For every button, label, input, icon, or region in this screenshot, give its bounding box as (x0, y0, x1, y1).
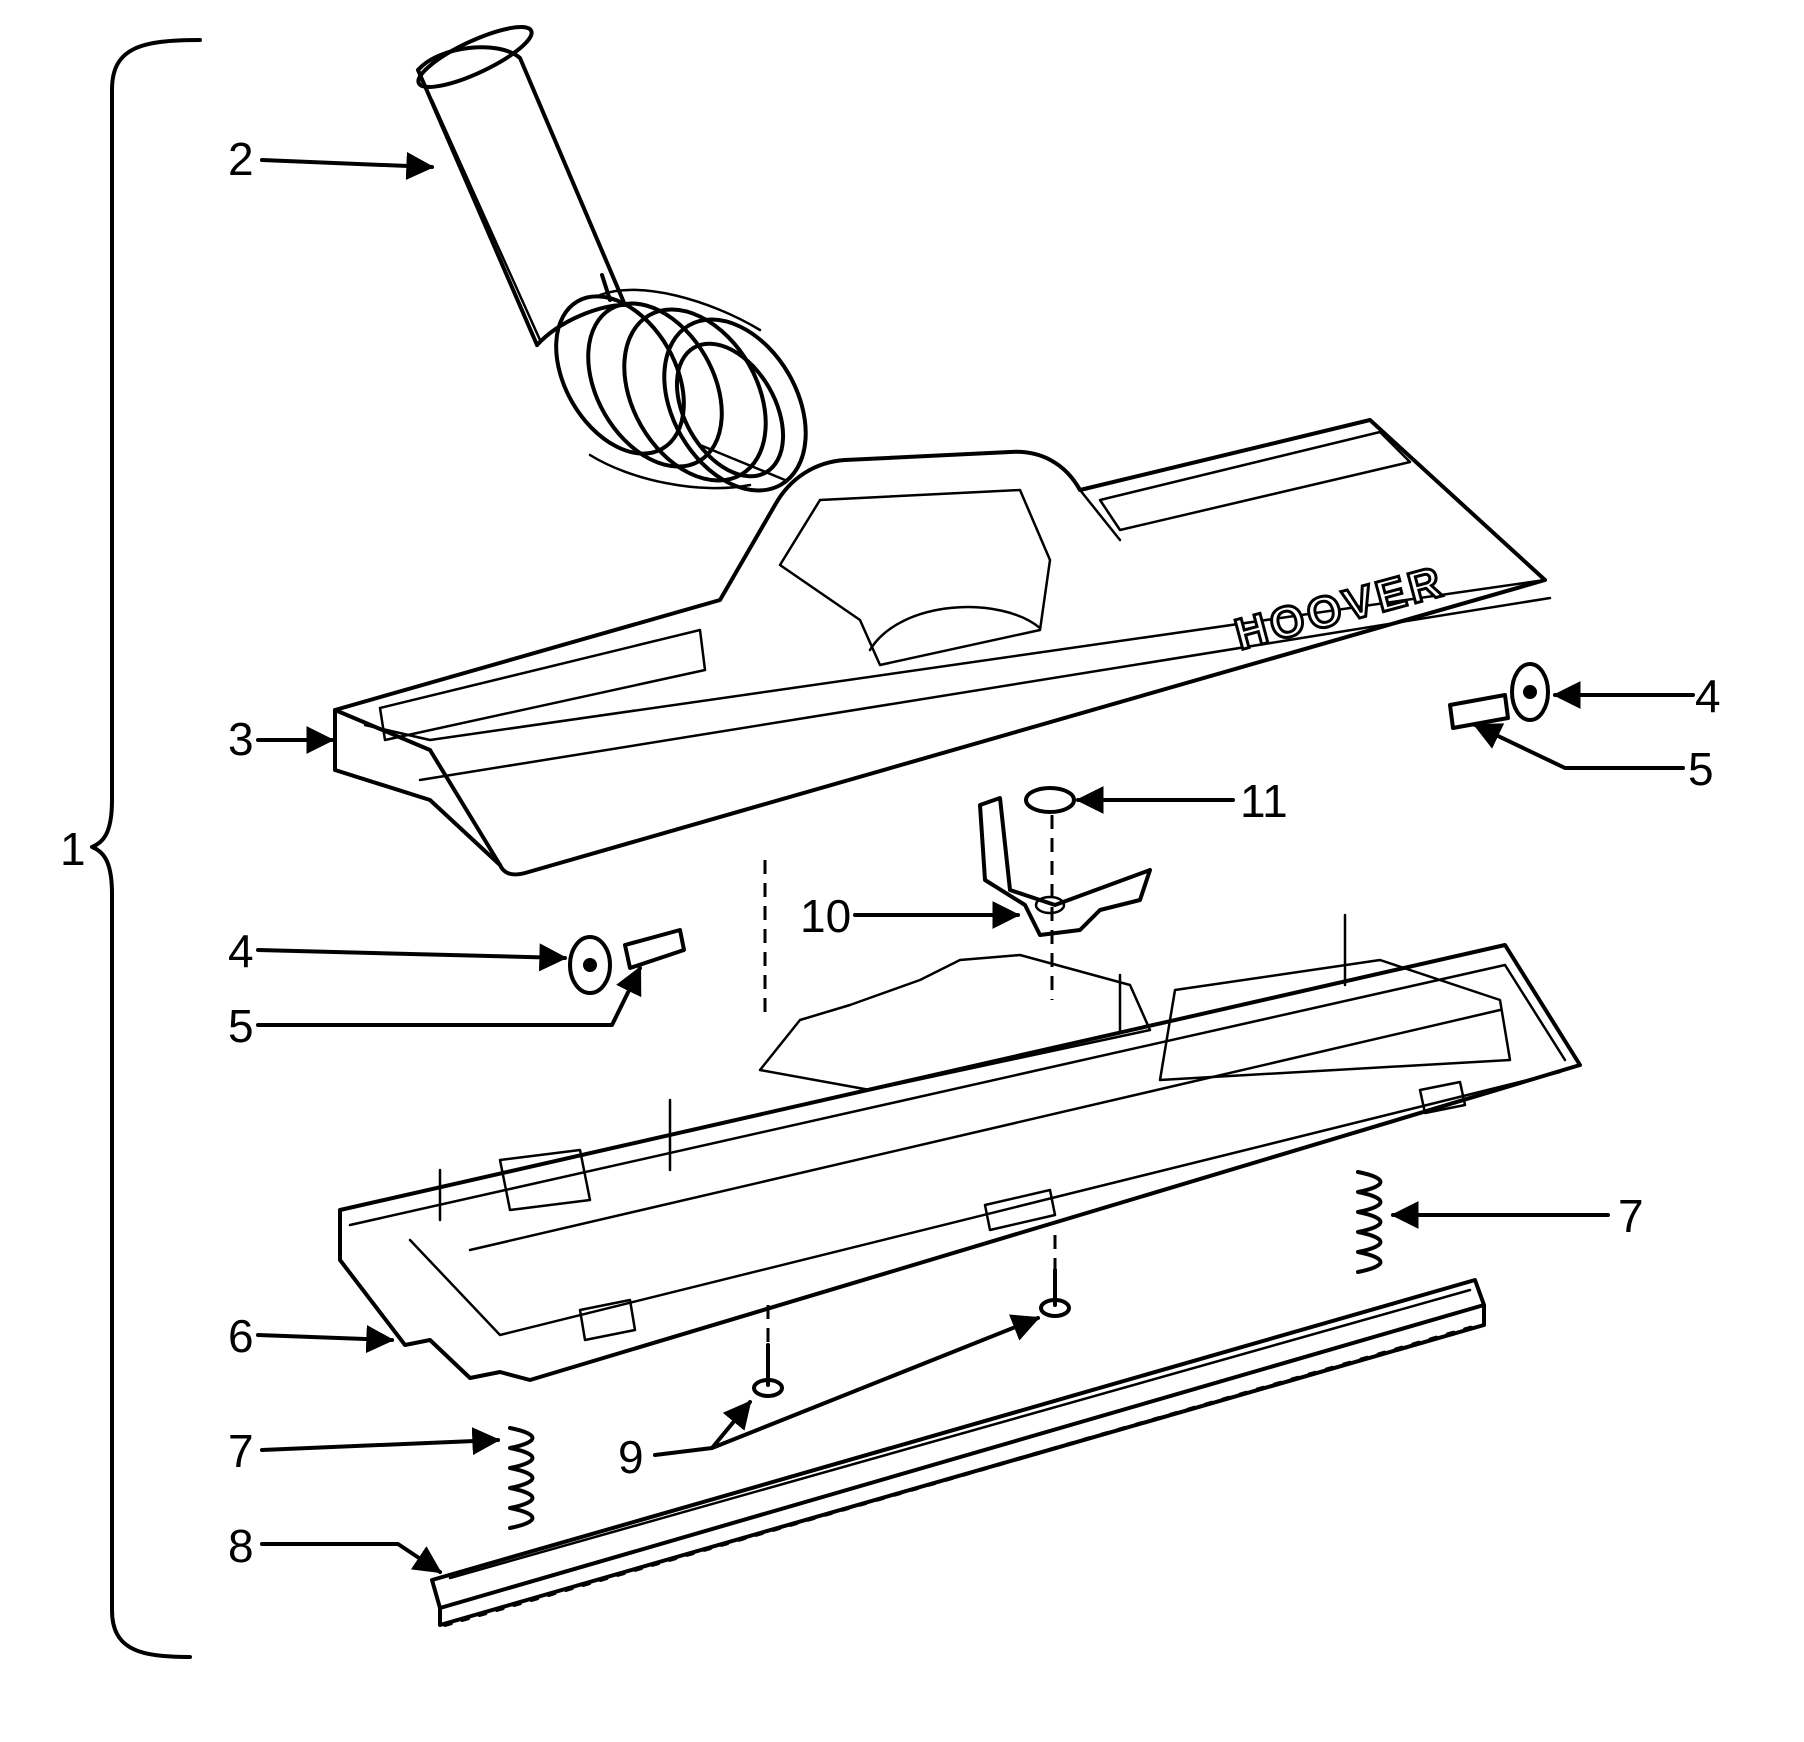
callout-6: 6 (228, 1310, 254, 1362)
callout-2: 2 (228, 133, 254, 185)
callout-3: 3 (228, 713, 254, 765)
screw-right (1039, 1268, 1071, 1318)
callout-5-right: 5 (1688, 743, 1714, 795)
callout-11: 11 (1240, 775, 1288, 827)
callout-7-right: 7 (1618, 1190, 1644, 1242)
wheel-left (568, 935, 612, 995)
hoover-logo: HOOVER (1230, 557, 1450, 660)
axle-left (623, 928, 686, 970)
screw-left (752, 1343, 784, 1398)
callout-10: 10 (800, 890, 851, 942)
latch-lever (978, 796, 1152, 937)
brush-strip (430, 1278, 1486, 1627)
wheel-right (1510, 662, 1550, 722)
connector-tube (416, 25, 808, 493)
callout-4-left: 4 (228, 925, 254, 977)
callout-4-right: 4 (1695, 670, 1721, 722)
callout-1: 1 (60, 823, 86, 875)
callout-8: 8 (228, 1520, 254, 1572)
spring-right (1356, 1170, 1383, 1274)
axle-right (1448, 693, 1510, 730)
leader-lines (256, 151, 1695, 1574)
spring-left (508, 1426, 535, 1530)
washer (1024, 786, 1076, 814)
callout-5-left: 5 (228, 1000, 254, 1052)
callout-7-left: 7 (228, 1425, 254, 1477)
assembly-bracket (90, 38, 202, 1659)
callout-9: 9 (618, 1431, 644, 1483)
nozzle-base (338, 913, 1582, 1382)
nozzle-cover: HOOVER (333, 418, 1552, 877)
